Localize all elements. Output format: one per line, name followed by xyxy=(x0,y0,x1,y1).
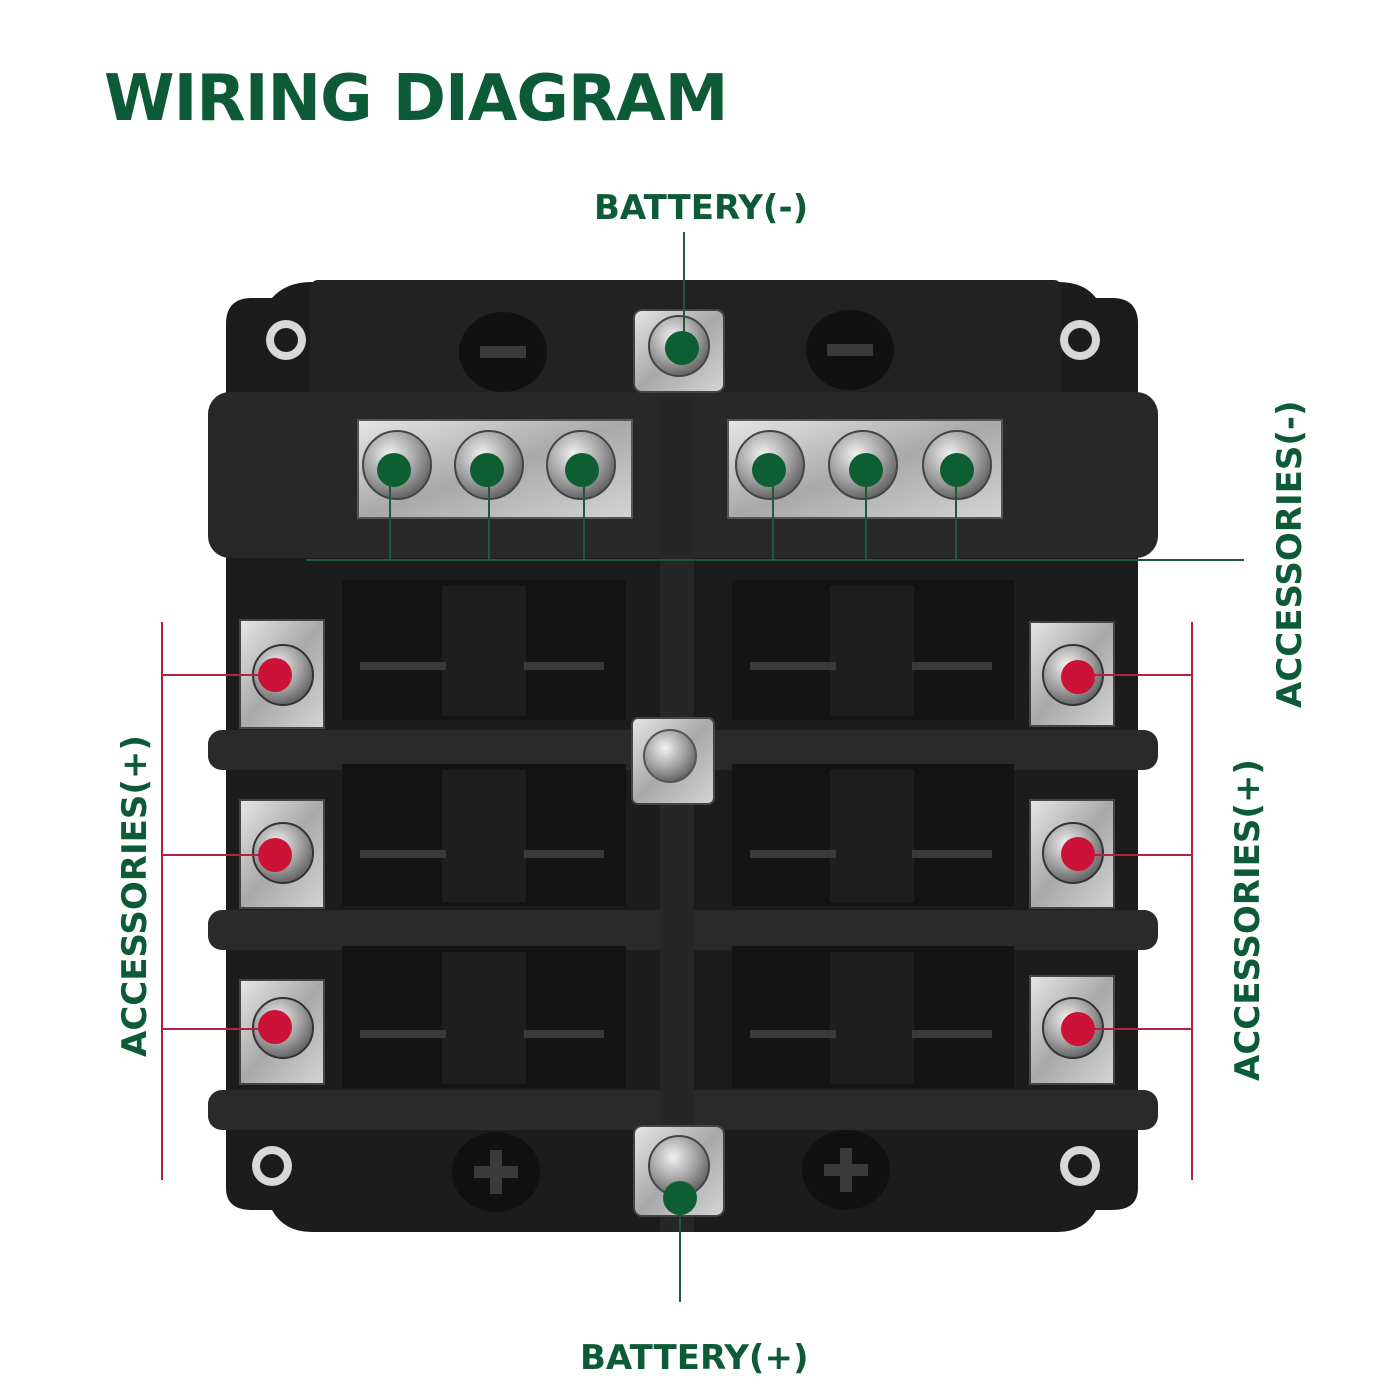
fuse-slot xyxy=(342,580,626,720)
battery-positive-marker xyxy=(663,1181,697,1215)
fuse-slot xyxy=(342,946,626,1088)
negative-terminal-marker xyxy=(565,453,599,487)
center-screw xyxy=(631,717,715,805)
battery-positive-label: BATTERY(+) xyxy=(580,1338,809,1378)
fuse-slot xyxy=(732,946,1014,1088)
fuse-slot xyxy=(342,764,626,906)
negative-terminal-marker xyxy=(940,453,974,487)
positive-terminal-marker xyxy=(258,838,292,872)
battery-negative-label: BATTERY(-) xyxy=(594,188,809,228)
negative-terminal-marker xyxy=(377,453,411,487)
negative-terminal-marker xyxy=(470,453,504,487)
mounting-holes xyxy=(252,320,1100,1186)
page-title: WIRING DIAGRAM xyxy=(104,62,728,136)
fuse-slot xyxy=(732,764,1014,906)
negative-markers xyxy=(377,331,974,1215)
battery-negative-marker xyxy=(665,331,699,365)
plus-sign-icons xyxy=(452,1130,890,1212)
negative-screw-terminals xyxy=(362,430,992,500)
positive-terminal-marker xyxy=(1061,1012,1095,1046)
positive-wiring-lines xyxy=(161,622,1193,1180)
fuse-slots xyxy=(342,580,1014,1088)
negative-terminal-marker xyxy=(752,453,786,487)
positive-terminal-marker xyxy=(1061,837,1095,871)
positive-markers xyxy=(258,658,1095,1046)
positive-terminal-marker xyxy=(258,658,292,692)
negative-terminal-marker xyxy=(849,453,883,487)
minus-sign-icons xyxy=(459,310,894,392)
positive-terminal-marker xyxy=(1061,660,1095,694)
positive-terminal-marker xyxy=(258,1010,292,1044)
fuse-slot xyxy=(732,580,1014,720)
